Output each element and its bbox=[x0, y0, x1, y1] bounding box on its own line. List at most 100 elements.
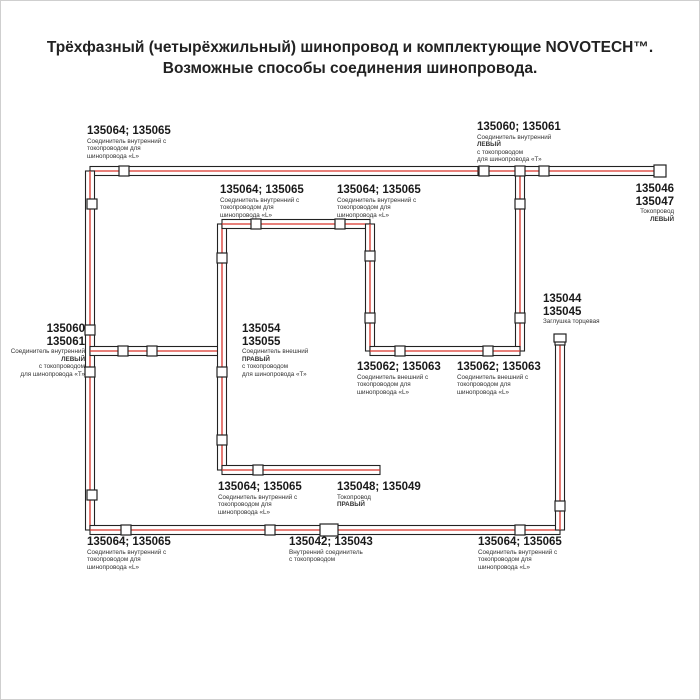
label-code: 135048; 135049 bbox=[337, 481, 421, 493]
connector-fitting bbox=[86, 198, 98, 210]
diagram-heading: Трёхфазный (четырёхжильный) шинопровод и… bbox=[0, 37, 700, 79]
label-left-tee: 135060 135061 Соединитель внутренний ЛЕВ… bbox=[4, 323, 85, 378]
label-note: с токопроводом bbox=[242, 363, 289, 371]
label-external-tee: 135054 135055 Соединитель внешний ПРАВЫЙ… bbox=[242, 323, 308, 378]
label-note: шинопровода «L» bbox=[220, 211, 273, 219]
label-note: Соединитель внутренний с bbox=[337, 196, 417, 204]
label-note: Соединитель внутренний с bbox=[478, 548, 558, 556]
label-note: Токопровод bbox=[337, 493, 371, 501]
label-code: 135062; 135063 bbox=[457, 361, 541, 373]
label-side: ЛЕВЫЙ bbox=[477, 141, 501, 149]
connector-fitting bbox=[120, 524, 132, 536]
label-note: токопроводом для bbox=[457, 381, 511, 389]
connector-fitting bbox=[118, 165, 130, 177]
label-note: с токопроводом bbox=[477, 148, 524, 156]
label-code: 135064; 135065 bbox=[218, 481, 302, 493]
connector-fitting bbox=[538, 165, 550, 177]
label-code: 135062; 135063 bbox=[357, 361, 441, 373]
heading-line-2: Возможные способы соединения шинопровода… bbox=[162, 60, 538, 77]
connector-fitting bbox=[86, 489, 98, 501]
label-side: ЛЕВЫЙ bbox=[61, 355, 85, 363]
label-note: Токопровод bbox=[640, 208, 674, 215]
connector-fitting bbox=[482, 345, 494, 357]
label-side: ПРАВЫЙ bbox=[337, 501, 365, 509]
label-code: 135054 bbox=[242, 323, 281, 335]
label-inner-left-corner: 135064; 135065 Соединитель внутренний с … bbox=[220, 184, 304, 219]
label-note: шинопровода «L» bbox=[357, 388, 410, 396]
label-note: с токопроводом bbox=[38, 363, 85, 371]
label-note: шинопровода «L» bbox=[478, 563, 531, 571]
connector-fitting bbox=[514, 198, 526, 210]
label-code: 135044 bbox=[543, 293, 582, 305]
label-note: шинопровода «L» bbox=[218, 508, 271, 516]
label-note: шинопровода «L» bbox=[87, 152, 140, 160]
label-note: токопроводом для bbox=[218, 501, 272, 509]
label-external-corner-2: 135062; 135063 Соединитель внешний с ток… bbox=[457, 361, 541, 396]
label-note: токопроводом для bbox=[87, 556, 141, 564]
label-br-corner: 135064; 135065 Соединитель внутренний с … bbox=[478, 536, 562, 571]
label-note: токопроводом для bbox=[478, 556, 532, 564]
label-note: шинопровода «L» bbox=[337, 211, 390, 219]
label-note: токопроводом для bbox=[357, 381, 411, 389]
connector-fitting bbox=[478, 165, 490, 177]
connector-fitting bbox=[394, 345, 406, 357]
connector-group bbox=[84, 164, 667, 537]
label-note: Внутренний соединитель bbox=[289, 548, 363, 556]
label-code: 135042; 135043 bbox=[289, 536, 373, 548]
label-note: Соединитель внутренний с bbox=[87, 137, 167, 145]
label-code: 135055 bbox=[242, 335, 281, 348]
label-code: 135046 bbox=[635, 183, 674, 195]
heading-line-1: Трёхфазный (четырёхжильный) шинопровод и… bbox=[46, 39, 654, 56]
label-note: для шинопровода «Т» bbox=[242, 370, 307, 378]
label-note: с токопроводом bbox=[289, 556, 336, 564]
connector-fitting bbox=[146, 345, 158, 357]
label-note: для шинопровода «Т» bbox=[20, 370, 85, 378]
label-code: 135064; 135065 bbox=[87, 536, 171, 548]
label-code: 135064; 135065 bbox=[220, 184, 304, 196]
label-note: токопроводом для bbox=[337, 204, 391, 212]
connector-fitting bbox=[364, 312, 376, 324]
label-code: 135064; 135065 bbox=[87, 125, 171, 137]
label-note: Соединитель внутренний bbox=[477, 133, 552, 141]
end-cap bbox=[553, 333, 567, 343]
connector-fitting bbox=[117, 345, 129, 357]
label-code: 135061 bbox=[46, 335, 85, 348]
label-note: токопроводом для bbox=[220, 204, 274, 212]
label-note: Соединитель внешний с bbox=[457, 373, 529, 381]
label-code: 135047 bbox=[635, 195, 674, 208]
label-note: Заглушка торцевая bbox=[543, 318, 600, 325]
connector-fitting bbox=[334, 218, 346, 230]
label-straight-join: 135042; 135043 Внутренний соединитель с … bbox=[289, 536, 373, 564]
connector-fitting bbox=[514, 312, 526, 324]
label-code: 135064; 135065 bbox=[478, 536, 562, 548]
label-code: 135045 bbox=[543, 305, 582, 318]
label-note: для шинопровода «Т» bbox=[477, 156, 542, 164]
connector-fitting bbox=[216, 366, 228, 378]
label-note: Соединитель внутренний с bbox=[220, 196, 300, 204]
label-bl-corner: 135064; 135065 Соединитель внутренний с … bbox=[87, 536, 171, 571]
label-feed-right: 135048; 135049 Токопровод ПРАВЫЙ bbox=[337, 481, 421, 509]
label-top-tee: 135060; 135061 Соединитель внутренний ЛЕ… bbox=[477, 121, 561, 164]
label-note: Соединитель внутренний bbox=[10, 348, 85, 355]
label-endcap-plug: 135044 135045 Заглушка торцевая bbox=[543, 293, 600, 326]
label-note: шинопровода «L» bbox=[457, 388, 510, 396]
label-endcap-right: 135046 135047 Токопровод ЛЕВЫЙ bbox=[610, 183, 674, 223]
connector-fitting bbox=[264, 524, 276, 536]
label-note: Соединитель внешний bbox=[242, 348, 309, 355]
connector-fitting bbox=[216, 252, 228, 264]
connector-fitting bbox=[216, 434, 228, 446]
straight-joiner bbox=[319, 523, 339, 537]
label-note: токопроводом для bbox=[87, 145, 141, 153]
label-note: Соединитель внутренний с bbox=[87, 548, 167, 556]
connector-fitting bbox=[554, 500, 566, 512]
connector-fitting bbox=[514, 524, 526, 536]
connector-fitting bbox=[84, 324, 96, 336]
label-side: ЛЕВЫЙ bbox=[650, 215, 674, 223]
connector-fitting bbox=[84, 366, 96, 378]
label-code: 135060; 135061 bbox=[477, 121, 561, 133]
label-inner-bottom-corner: 135064; 135065 Соединитель внутренний с … bbox=[218, 481, 302, 516]
label-inner-right-corner: 135064; 135065 Соединитель внутренний с … bbox=[337, 184, 421, 219]
label-note: Соединитель внутренний с bbox=[218, 493, 298, 501]
